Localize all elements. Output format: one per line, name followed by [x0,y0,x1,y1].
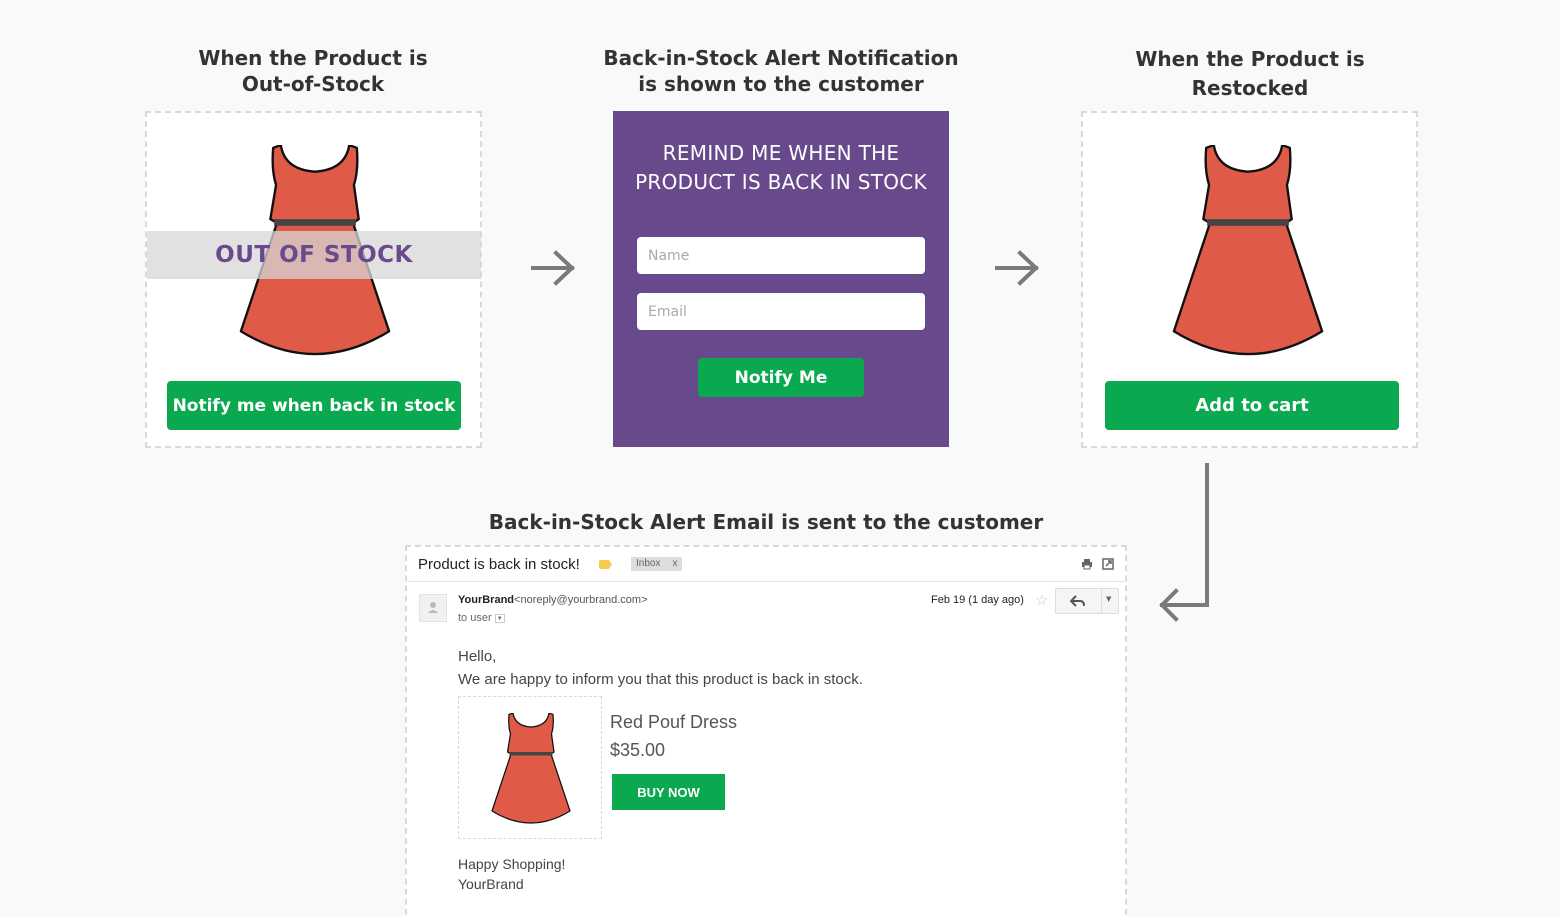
out-of-stock-badge: OUT OF STOCK [147,231,481,279]
email-subject: Product is back in stock! [418,556,580,573]
product-image-box[interactable] [458,696,602,839]
email-panel: Product is back in stock! Inbox x YourBr… [405,545,1127,917]
arrow-return-icon [1159,463,1209,622]
sender-name: YourBrand [458,594,515,606]
message: We are happy to inform you that this pro… [458,671,863,688]
inbox-label[interactable]: Inbox x [631,557,683,571]
notify-when-back-button[interactable]: Notify me when back in stock [167,381,461,430]
product-name[interactable]: Red Pouf Dress [610,712,738,732]
recipient[interactable]: to user ▼ [458,612,505,624]
product-price: $35.00 [610,740,666,760]
dress-image [1172,140,1324,361]
new-window-icon[interactable] [1102,558,1114,570]
signoff: Happy Shopping! [458,856,566,872]
buy-now-button[interactable]: BUY NOW [612,774,725,810]
dress-image [491,712,571,825]
star-icon[interactable]: ☆ [1035,591,1049,609]
email-date: Feb 19 (1 day ago) [931,594,1024,606]
arrow-right-icon [531,250,575,286]
arrow-right-icon [995,250,1039,286]
out-of-stock-title: When the Product is Out-of-Stock [198,46,428,96]
notify-me-button[interactable]: Notify Me [698,358,864,397]
restocked-title: When the Product is Restocked [1135,47,1365,100]
chevron-down-icon[interactable]: ▼ [494,613,505,623]
restocked-panel: Add to cart [1081,111,1418,448]
sender-address: <noreply@yourbrand.com> [514,594,648,606]
remove-label-icon[interactable]: x [672,558,678,569]
label-tag-icon [599,560,612,569]
notification-popup: REMIND ME WHEN THE PRODUCT IS BACK IN ST… [613,111,949,447]
greeting: Hello, [458,648,497,665]
email-title: Back-in-Stock Alert Email is sent to the… [488,510,1044,534]
person-icon [428,602,438,613]
signature: YourBrand [458,876,524,892]
out-of-stock-panel: OUT OF STOCK Notify me when back in stoc… [145,111,482,448]
name-input[interactable] [637,237,925,274]
add-to-cart-button[interactable]: Add to cart [1105,381,1399,430]
sender: YourBrand<noreply@yourbrand.com> [458,594,648,606]
reply-icon[interactable] [1070,595,1086,607]
reply-button-group[interactable]: ▼ [1055,588,1119,614]
email-input[interactable] [637,293,925,330]
avatar [419,594,447,622]
print-icon[interactable] [1081,558,1093,570]
popup-heading: REMIND ME WHEN THE PRODUCT IS BACK IN ST… [635,141,927,194]
more-options-icon[interactable]: ▼ [1106,595,1112,603]
notification-title: Back-in-Stock Alert Notification is show… [603,46,959,96]
email-subject-row: Product is back in stock! Inbox x [407,547,1125,582]
